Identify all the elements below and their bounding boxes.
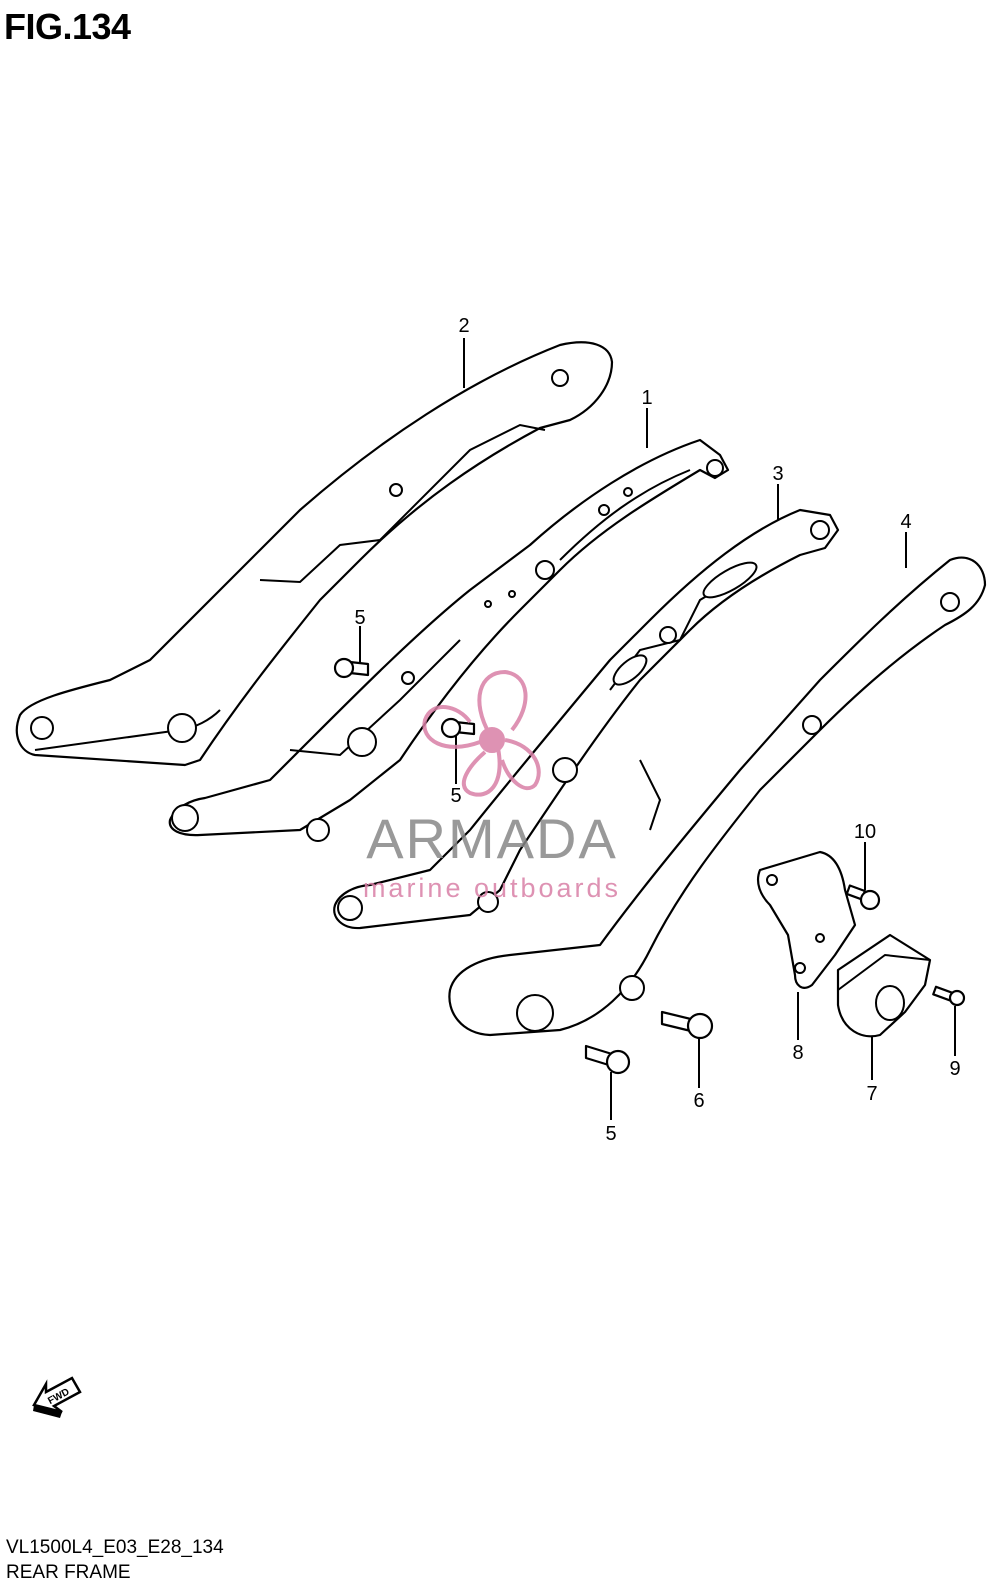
- part-6-bolt: [660, 1010, 714, 1040]
- part-7-damper: [836, 933, 932, 1038]
- part-9-screw: [932, 985, 966, 1007]
- callout-6: 6: [693, 1090, 704, 1112]
- callout-10: 10: [854, 821, 876, 843]
- callout-7: 7: [866, 1083, 877, 1105]
- part-10-bolt: [845, 884, 881, 911]
- armada-watermark: ARMADA marine outboards: [363, 669, 621, 903]
- diagram-code: VL1500L4_E03_E28_134: [6, 1537, 224, 1558]
- part-5-bolt-a: [584, 1044, 631, 1075]
- callout-5-upper: 5: [354, 607, 365, 629]
- callout-9: 9: [949, 1058, 960, 1080]
- diagram-name: REAR FRAME: [6, 1562, 131, 1583]
- part-5-bolt-b: [333, 657, 370, 679]
- callout-2: 2: [458, 315, 469, 337]
- part-8-bracket: [756, 850, 857, 989]
- watermark-tagline: marine outboards: [363, 873, 621, 903]
- propeller-logo: [422, 669, 541, 797]
- part-2-left-rail: [15, 341, 614, 767]
- part-3-inner-rail: [333, 508, 840, 930]
- callout-3: 3: [772, 463, 783, 485]
- leader-lines: [359, 338, 956, 1120]
- part-4-right-rail: [448, 556, 987, 1037]
- figure-title: FIG.134: [4, 6, 131, 47]
- callout-8: 8: [792, 1042, 803, 1064]
- forward-arrow-icon: FWD: [32, 1376, 82, 1418]
- part-1-center-rail: [168, 438, 730, 842]
- callout-5-middle: 5: [450, 785, 461, 807]
- callout-4: 4: [900, 511, 911, 533]
- callout-5-lower: 5: [605, 1123, 616, 1145]
- part-5-bolt-c: [440, 717, 476, 739]
- callout-1: 1: [641, 387, 652, 409]
- watermark-brand: ARMADA: [366, 807, 618, 870]
